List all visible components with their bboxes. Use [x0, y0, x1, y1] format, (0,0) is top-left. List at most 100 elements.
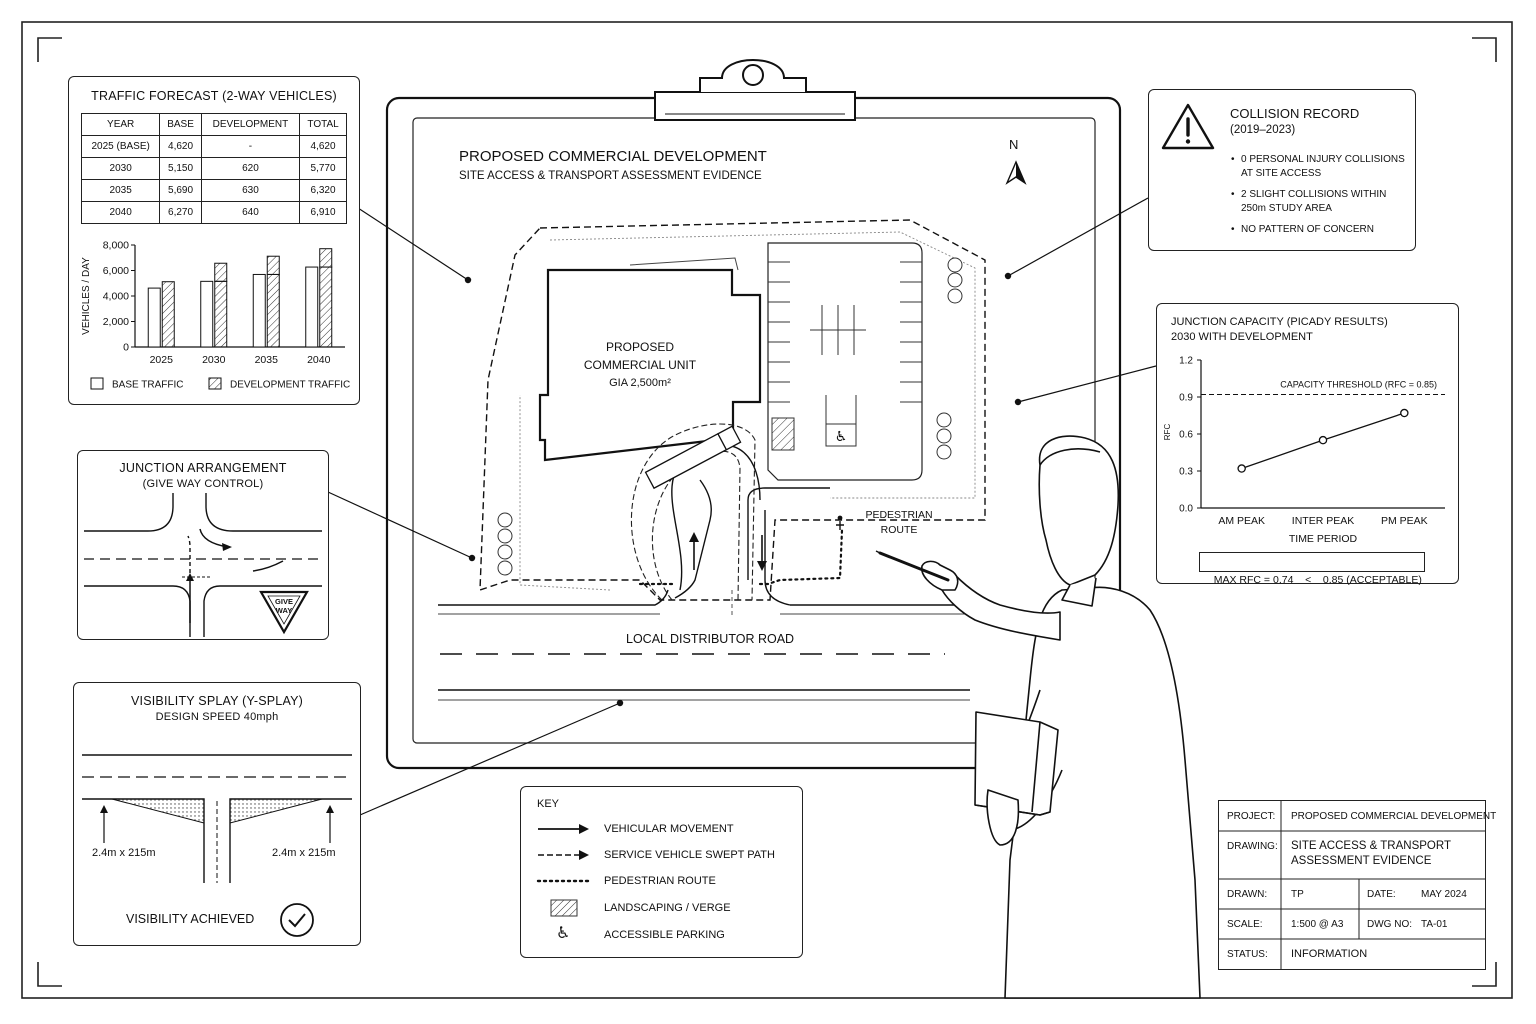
threshold-label: CAPACITY THRESHOLD (RFC = 0.85) — [1280, 380, 1437, 390]
table-header-cell: TOTAL — [299, 113, 347, 136]
give-way-line1: GIVE — [275, 597, 293, 606]
x-tick-label: AM PEAK — [1218, 515, 1265, 527]
legend-swatch-base — [90, 377, 104, 390]
tb-drawing-label: DRAWING: — [1227, 841, 1278, 852]
check-circle-icon — [280, 903, 314, 937]
capacity-note-box: MAX RFC = 0.74 < 0.85 (ACCEPTABLE) — [1199, 552, 1425, 586]
key-item-pedestrian: PEDESTRIAN ROUTE — [604, 875, 716, 887]
y-tick-label: 0.0 — [1179, 504, 1193, 515]
board-title: PROPOSED COMMERCIAL DEVELOPMENT — [459, 148, 767, 165]
unit-label-line3: GIA 2,500m² — [609, 377, 671, 389]
tb-drawn-value: TP — [1291, 889, 1304, 900]
table-cell: 2030 — [80, 157, 161, 180]
y-axis-label: VEHICLES / DAY — [81, 257, 92, 335]
rfc-point — [1237, 464, 1246, 473]
table-cell: 6,910 — [299, 201, 347, 224]
capacity-title: JUNCTION CAPACITY (PICADY RESULTS) — [1171, 316, 1388, 328]
give-way-sign-icon — [259, 590, 309, 635]
key-item-vehicular: VEHICULAR MOVEMENT — [604, 823, 734, 835]
tb-project-value: PROPOSED COMMERCIAL DEVELOPMENT — [1291, 811, 1497, 822]
north-label: N — [1009, 137, 1019, 152]
table-cell: 6,270 — [159, 201, 202, 224]
y-tick-label: 0.9 — [1179, 393, 1193, 404]
svg-text:♿: ♿ — [835, 428, 848, 444]
x-tick-label: PM PEAK — [1381, 515, 1428, 527]
capacity-note: MAX RFC = 0.74 < 0.85 (ACCEPTABLE) — [1213, 574, 1422, 586]
x-tick-label: INTER PEAK — [1292, 515, 1354, 527]
junction-panel: JUNCTION ARRANGEMENT (GIVE WAY CONTROL) … — [77, 450, 329, 640]
table-cell: 6,320 — [299, 179, 347, 202]
unit-label-line1: PROPOSED — [605, 340, 674, 354]
x-tick-label: 2035 — [255, 354, 279, 366]
table-row: 2040 6,270 640 6,910 — [80, 201, 347, 224]
bar-base-hatched — [214, 280, 228, 348]
table-row: 2035 5,690 630 6,320 — [80, 179, 347, 202]
ped-label-line1: PEDESTRIAN — [865, 509, 933, 521]
table-cell: 2035 — [80, 179, 161, 202]
rfc-point — [1318, 435, 1328, 445]
tb-scale-value: 1:500 @ A3 — [1291, 919, 1344, 930]
bar-development — [319, 248, 333, 268]
table-cell: - — [200, 135, 301, 158]
visibility-subtitle: DESIGN SPEED 40mph — [155, 711, 279, 723]
junction-title: JUNCTION ARRANGEMENT — [119, 461, 287, 475]
tb-status-label: STATUS: — [1227, 949, 1268, 960]
bar-total — [161, 281, 175, 348]
board-subtitle: SITE ACCESS & TRANSPORT ASSESSMENT EVIDE… — [459, 170, 762, 182]
accessible-parking-icon: ♿ — [556, 925, 571, 942]
list-item: • 2 SLIGHT COLLISIONS WITHIN 250m STUDY … — [1231, 188, 1405, 215]
table-header-cell: YEAR — [80, 113, 161, 136]
unit-label: PROPOSED COMMERCIAL UNIT GIA 2,500m² — [560, 338, 720, 392]
junction-subtitle: (GIVE WAY CONTROL) — [142, 478, 264, 490]
table-row: 2030 5,150 620 5,770 — [80, 157, 347, 180]
capacity-subtitle: 2030 WITH DEVELOPMENT — [1171, 331, 1313, 343]
y-tick-label: 2,000 — [103, 316, 129, 328]
collision-panel: COLLISION RECORD (2019–2023) • 0 PERSONA… — [1148, 89, 1416, 251]
table-cell: 640 — [200, 201, 301, 224]
y-tick-label: 8,000 — [103, 240, 129, 252]
collision-item1-line1: 0 PERSONAL INJURY COLLISIONS — [1241, 154, 1405, 165]
list-item: • 0 PERSONAL INJURY COLLISIONS AT SITE A… — [1231, 154, 1405, 179]
table-cell: 2025 (BASE) — [80, 135, 161, 158]
tb-drawing-value: SITE ACCESS & TRANSPORT ASSESSMENT EVIDE… — [1291, 839, 1451, 869]
x-axis-label: TIME PERIOD — [1289, 533, 1358, 545]
visibility-diagram — [82, 754, 352, 883]
traffic-forecast-title: TRAFFIC FORECAST (2-WAY VEHICLES) — [91, 89, 337, 103]
x-tick-label: 2040 — [307, 354, 331, 366]
capacity-panel: JUNCTION CAPACITY (PICADY RESULTS) 2030 … — [1156, 303, 1459, 586]
visibility-title: VISIBILITY SPLAY (Y-SPLAY) — [131, 694, 303, 708]
title-block-grid — [1219, 801, 1485, 969]
tb-status-value: INFORMATION — [1291, 948, 1368, 960]
collision-list: • 0 PERSONAL INJURY COLLISIONS AT SITE A… — [1231, 153, 1405, 237]
bar-base — [252, 273, 266, 348]
y-axis-label: RFC — [1163, 424, 1172, 441]
tb-dwg-label: DWG NO: — [1367, 919, 1412, 930]
rfc-point — [1400, 408, 1409, 418]
visibility-left-dim: 2.4m x 215m — [92, 847, 156, 859]
x-tick-label: 2025 — [150, 354, 174, 366]
visibility-panel: VISIBILITY SPLAY (Y-SPLAY) DESIGN SPEED … — [73, 682, 361, 946]
road-label: LOCAL DISTRIBUTOR ROAD — [626, 632, 795, 646]
give-way-line2: WAY — [275, 606, 293, 615]
tb-scale-label: SCALE: — [1227, 919, 1263, 930]
table-cell: 620 — [200, 157, 301, 180]
traffic-forecast-table: YEAR BASE DEVELOPMENT TOTAL 2025 (BASE) … — [80, 113, 347, 224]
bar-base-hatched — [266, 273, 280, 348]
table-header-cell: BASE — [159, 113, 202, 136]
unit-label-line2: COMMERCIAL UNIT — [583, 358, 697, 372]
tb-drawing-value-line2: ASSESSMENT EVIDENCE — [1291, 855, 1432, 867]
bar-base-hatched — [319, 266, 333, 348]
traffic-forecast-panel: TRAFFIC FORECAST (2-WAY VEHICLES) YEAR B… — [68, 76, 360, 405]
tb-project-label: PROJECT: — [1227, 811, 1276, 822]
table-cell: 5,770 — [299, 157, 347, 180]
tb-drawing-value-line1: SITE ACCESS & TRANSPORT — [1291, 840, 1451, 852]
collision-period: (2019–2023) — [1230, 124, 1296, 136]
tb-drawn-label: DRAWN: — [1227, 889, 1268, 900]
table-cell: 2040 — [80, 201, 161, 224]
table-cell: 5,150 — [159, 157, 202, 180]
table-header-row: YEAR BASE DEVELOPMENT TOTAL — [80, 113, 347, 136]
table-row: 2025 (BASE) 4,620 - 4,620 — [80, 135, 347, 158]
